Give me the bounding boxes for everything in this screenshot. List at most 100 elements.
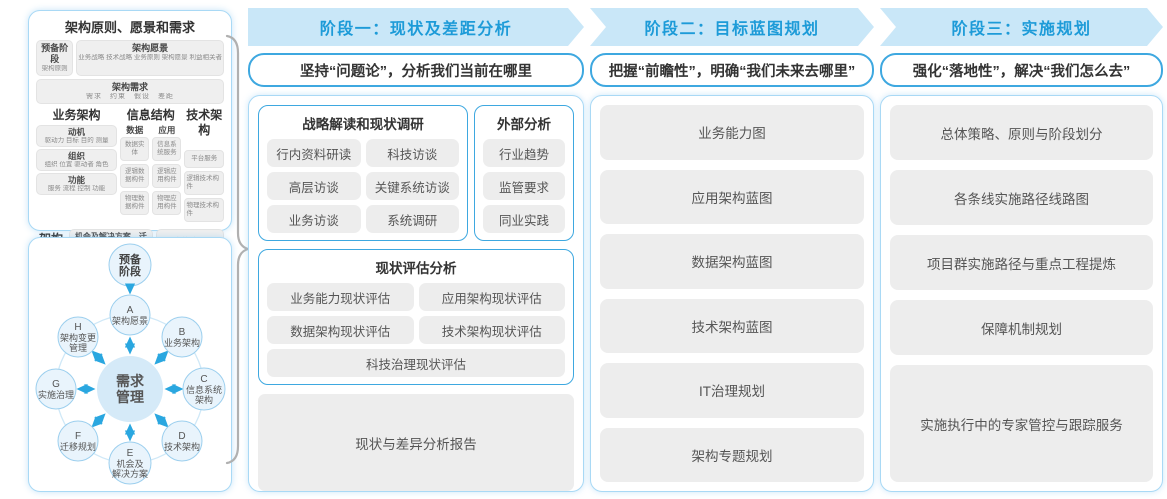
deliverable-box: 应用架构蓝图 bbox=[600, 169, 864, 224]
svg-text:技术架构: 技术架构 bbox=[164, 441, 200, 452]
phase-f-circle bbox=[57, 420, 99, 462]
prep-phase-title: 预备阶段 bbox=[41, 43, 69, 64]
phase-3-header-arrow: 阶段三：实施规划 bbox=[880, 8, 1163, 46]
svg-text:A: A bbox=[127, 305, 134, 316]
application-item: 信息系统服务 bbox=[152, 137, 182, 161]
research-activity-box: 业务访谈 bbox=[267, 205, 361, 233]
function-box: 功能 服务 流程 控制 功能 bbox=[36, 173, 118, 195]
adm-cycle-panel: 预备 阶段 需求 管理 A 架构愿景 B 业务架构 C 信息系统 架构 D bbox=[28, 237, 232, 492]
phase-b-circle bbox=[161, 316, 203, 358]
phase-1-header-arrow: 阶段一：现状及差距分析 bbox=[248, 8, 584, 46]
phase-1-header-label: 阶段一：现状及差距分析 bbox=[319, 21, 513, 38]
phase-2-header-label: 阶段二：目标蓝图规划 bbox=[644, 21, 820, 38]
phase-3-header-label: 阶段三：实施规划 bbox=[951, 21, 1092, 38]
svg-text:H: H bbox=[74, 322, 81, 333]
svg-text:信息系统: 信息系统 bbox=[186, 384, 222, 395]
data-item: 物理数据构件 bbox=[120, 191, 150, 215]
deliverable-box: 实施执行中的专家管控与跟踪服务 bbox=[890, 365, 1153, 482]
phase-c-circle bbox=[182, 367, 226, 411]
architecture-vision-sub: 业务战略 技术战略 业务原则 架构愿景 利益相关者 bbox=[78, 54, 222, 61]
phase-1-subtitle: 坚持“问题论”，分析我们当前在哪里 bbox=[248, 53, 584, 87]
technology-item: 逻辑技术构件 bbox=[184, 171, 224, 195]
business-architecture-column: 业务架构 动机 驱动力 目标 目的 测量 组织 组织 位置 驱动者 角色 功能 … bbox=[36, 108, 118, 225]
phase-e-circle bbox=[108, 441, 152, 485]
assessment-item: 业务能力现状评估 bbox=[267, 283, 414, 311]
assessment-item: 科技治理现状评估 bbox=[267, 349, 565, 377]
deliverable-box: 总体策略、原则与阶段划分 bbox=[890, 105, 1153, 160]
adm-double-arrows bbox=[76, 336, 184, 442]
architecture-vision-title: 架构愿景 bbox=[132, 43, 169, 53]
deliverable-box: 技术架构蓝图 bbox=[600, 298, 864, 353]
svg-text:B: B bbox=[179, 327, 186, 338]
svg-text:业务架构: 业务架构 bbox=[164, 337, 200, 348]
phase-h-circle bbox=[57, 316, 99, 358]
technology-item: 物理技术构件 bbox=[184, 198, 224, 222]
technology-item: 平台服务 bbox=[184, 150, 224, 168]
research-activity-box: 系统调研 bbox=[365, 205, 459, 233]
deliverable-box: 业务能力图 bbox=[600, 105, 864, 160]
phase-3-content-panel: 总体策略、原则与阶段划分 各条线实施路径线路图 项目群实施路径与重点工程提炼 保… bbox=[880, 95, 1163, 492]
svg-text:管理: 管理 bbox=[116, 389, 144, 405]
organization-box: 组织 组织 位置 驱动者 角色 bbox=[36, 149, 118, 171]
svg-text:C: C bbox=[200, 374, 207, 385]
research-activity-box: 科技访谈 bbox=[365, 139, 459, 167]
application-item: 物理应用构件 bbox=[152, 191, 182, 215]
business-architecture-title: 业务架构 bbox=[52, 108, 101, 122]
information-structure-title: 信息结构 bbox=[126, 108, 175, 122]
svg-text:机会及: 机会及 bbox=[116, 458, 143, 469]
current-assessment-title: 现状评估分析 bbox=[375, 261, 457, 276]
architecture-requirements-sub: 需求 约束 假设 差距 bbox=[86, 93, 174, 100]
svg-text:D: D bbox=[178, 431, 185, 442]
phase-2-subtitle: 把握“前瞻性”，明确“我们未来去哪里” bbox=[590, 53, 874, 87]
adm-cycle-diagram: 预备 阶段 需求 管理 A 架构愿景 B 业务架构 C 信息系统 架构 D bbox=[35, 243, 226, 485]
svg-text:架构愿景: 架构愿景 bbox=[112, 315, 148, 326]
phase-2-header-arrow: 阶段二：目标蓝图规划 bbox=[590, 8, 874, 46]
deliverable-box: 保障机制规划 bbox=[890, 300, 1153, 355]
adm-ring-circles: A 架构愿景 B 业务架构 C 信息系统 架构 D 技术架构 E 机会及 解决方… bbox=[35, 294, 226, 485]
phase-g-circle bbox=[35, 368, 77, 410]
svg-text:阶段: 阶段 bbox=[119, 264, 141, 278]
external-analysis-box: 外部分析 行业趋势 监管要求 同业实践 bbox=[474, 105, 574, 241]
svg-text:需求: 需求 bbox=[116, 373, 145, 389]
phase-3-subtitle: 强化“落地性”，解决“我们怎么去” bbox=[880, 53, 1163, 87]
external-analysis-item: 监管要求 bbox=[483, 172, 565, 200]
current-assessment-box: 现状评估分析 业务能力现状评估 应用架构现状评估 数据架构现状评估 技术架构现状… bbox=[258, 249, 574, 385]
technology-architecture-title: 技术架构 bbox=[186, 108, 223, 137]
svg-text:迁移规划: 迁移规划 bbox=[60, 441, 96, 452]
svg-text:解决方案: 解决方案 bbox=[112, 468, 148, 479]
principles-panel-title: 架构原则、愿景和需求 bbox=[64, 20, 195, 35]
gap-analysis-report-box: 现状与差异分析报告 bbox=[258, 394, 574, 491]
prep-vision-row: 预备阶段 架构原则 架构愿景 业务战略 技术战略 业务原则 架构愿景 利益相关者 bbox=[36, 40, 224, 76]
prep-phase-sub: 架构原则 bbox=[41, 65, 68, 72]
data-item: 逻辑数据构件 bbox=[120, 164, 150, 188]
architecture-requirements-box: 架构需求 需求 约束 假设 差距 bbox=[36, 79, 224, 104]
svg-text:F: F bbox=[75, 431, 81, 442]
assessment-item: 数据架构现状评估 bbox=[267, 316, 414, 344]
prep-phase-box: 预备阶段 架构原则 bbox=[36, 40, 74, 76]
research-activity-box: 关键系统访谈 bbox=[365, 172, 459, 200]
research-activity-box: 高层访谈 bbox=[267, 172, 361, 200]
data-subcolumn: 数据 数据实体 逻辑数据构件 物理数据构件 bbox=[120, 125, 150, 218]
information-structure-column: 信息结构 数据 数据实体 逻辑数据构件 物理数据构件 应用 信息系统服务 逻辑应… bbox=[120, 108, 182, 225]
phase-3-column: 阶段三：实施规划 强化“落地性”，解决“我们怎么去” 总体策略、原则与阶段划分 … bbox=[880, 8, 1163, 492]
application-item: 逻辑应用构件 bbox=[152, 164, 182, 188]
phase-a-circle bbox=[109, 294, 151, 336]
architecture-principles-panel: 架构原则、愿景和需求 预备阶段 架构原则 架构愿景 业务战略 技术战略 业务原则… bbox=[28, 10, 232, 263]
external-analysis-item: 同业实践 bbox=[483, 205, 565, 233]
deliverable-box: IT治理规划 bbox=[600, 363, 864, 418]
assessment-item: 技术架构现状评估 bbox=[418, 316, 565, 344]
deliverable-box: 数据架构蓝图 bbox=[600, 234, 864, 289]
strategy-research-box: 战略解读和现状调研 行内资料研读 科技访谈 高层访谈 关键系统访谈 业务访谈 系… bbox=[258, 105, 468, 241]
deliverable-box: 各条线实施路径线路图 bbox=[890, 170, 1153, 225]
deliverable-box: 项目群实施路径与重点工程提炼 bbox=[890, 235, 1153, 290]
motivation-box: 动机 驱动力 目标 目的 测量 bbox=[36, 125, 118, 147]
deliverable-box: 架构专题规划 bbox=[600, 427, 864, 482]
architecture-domains-row: 业务架构 动机 驱动力 目标 目的 测量 组织 组织 位置 驱动者 角色 功能 … bbox=[36, 108, 224, 225]
architecture-vision-box: 架构愿景 业务战略 技术战略 业务原则 架构愿景 利益相关者 bbox=[76, 40, 224, 76]
phase-1-column: 阶段一：现状及差距分析 坚持“问题论”，分析我们当前在哪里 战略解读和现状调研 … bbox=[248, 8, 584, 492]
research-activity-box: 行内资料研读 bbox=[267, 139, 361, 167]
technology-architecture-column: 技术架构 平台服务 逻辑技术构件 物理技术构件 bbox=[184, 108, 224, 225]
external-analysis-item: 行业趋势 bbox=[483, 139, 565, 167]
svg-text:实施治理: 实施治理 bbox=[38, 389, 74, 400]
